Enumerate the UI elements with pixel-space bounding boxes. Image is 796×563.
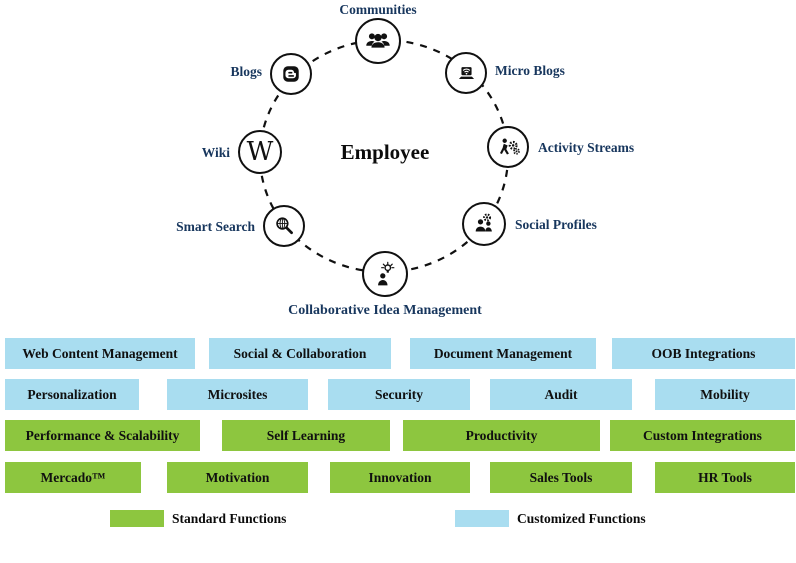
function-box-motivation: Motivation <box>167 462 308 493</box>
node-wiki: W <box>238 130 282 174</box>
node-label-smart-search: Smart Search <box>176 219 255 234</box>
legend-label-standard: Standard Functions <box>172 511 287 526</box>
node-activity-streams <box>487 126 529 168</box>
function-box-innovation: Innovation <box>330 462 470 493</box>
node-label-wiki: Wiki <box>201 145 230 160</box>
node-blogs <box>270 53 312 95</box>
node-smart-search <box>263 205 305 247</box>
legend-swatch-standard <box>110 510 164 527</box>
node-label-blogs: Blogs <box>230 64 262 79</box>
node-label-communities: Communities <box>339 2 417 17</box>
people-gear-icon <box>470 210 498 238</box>
function-box-audit: Audit <box>490 379 632 410</box>
function-box-self-learning: Self Learning <box>222 420 390 451</box>
node-micro-blogs <box>445 52 487 94</box>
legend-label-customized: Customized Functions <box>517 511 646 526</box>
node-social-profiles <box>462 202 506 246</box>
node-label-social-profiles: Social Profiles <box>515 217 597 232</box>
communities-icon <box>363 26 393 56</box>
search-globe-icon <box>271 213 298 240</box>
function-box-custom-integrations: Custom Integrations <box>610 420 795 451</box>
function-box-microsites: Microsites <box>167 379 308 410</box>
function-box-mobility: Mobility <box>655 379 795 410</box>
function-box-performance-scalability: Performance & Scalability <box>5 420 200 451</box>
person-gears-icon <box>495 134 522 161</box>
function-box-sales-tools: Sales Tools <box>490 462 632 493</box>
function-box-oob-integrations: OOB Integrations <box>612 338 795 369</box>
employee-circle-diagram: Communities Blogs Micro Blogs Wiki Activ… <box>176 2 635 318</box>
legend-swatch-customized <box>455 510 509 527</box>
function-box-productivity: Productivity <box>403 420 600 451</box>
function-box-security: Security <box>328 379 470 410</box>
node-label-micro-blogs: Micro Blogs <box>495 63 565 78</box>
center-label-employee: Employee <box>340 140 430 164</box>
node-label-activity-streams: Activity Streams <box>538 140 635 155</box>
node-communities <box>355 18 401 64</box>
function-box-personalization: Personalization <box>5 379 139 410</box>
node-collaborative-idea-management <box>362 251 408 297</box>
function-box-hr-tools: HR Tools <box>655 462 795 493</box>
function-box-web-content-management: Web Content Management <box>5 338 195 369</box>
person-lightbulb-icon <box>371 260 400 289</box>
laptop-wifi-icon <box>453 60 480 87</box>
function-box-document-management: Document Management <box>410 338 596 369</box>
blogger-icon <box>278 61 304 87</box>
wikipedia-w-icon: W <box>246 137 274 167</box>
function-box-social-collaboration: Social & Collaboration <box>209 338 391 369</box>
node-label-collaborative-idea-management: Collaborative Idea Management <box>288 303 482 318</box>
function-box-mercado: Mercado™ <box>5 462 141 493</box>
